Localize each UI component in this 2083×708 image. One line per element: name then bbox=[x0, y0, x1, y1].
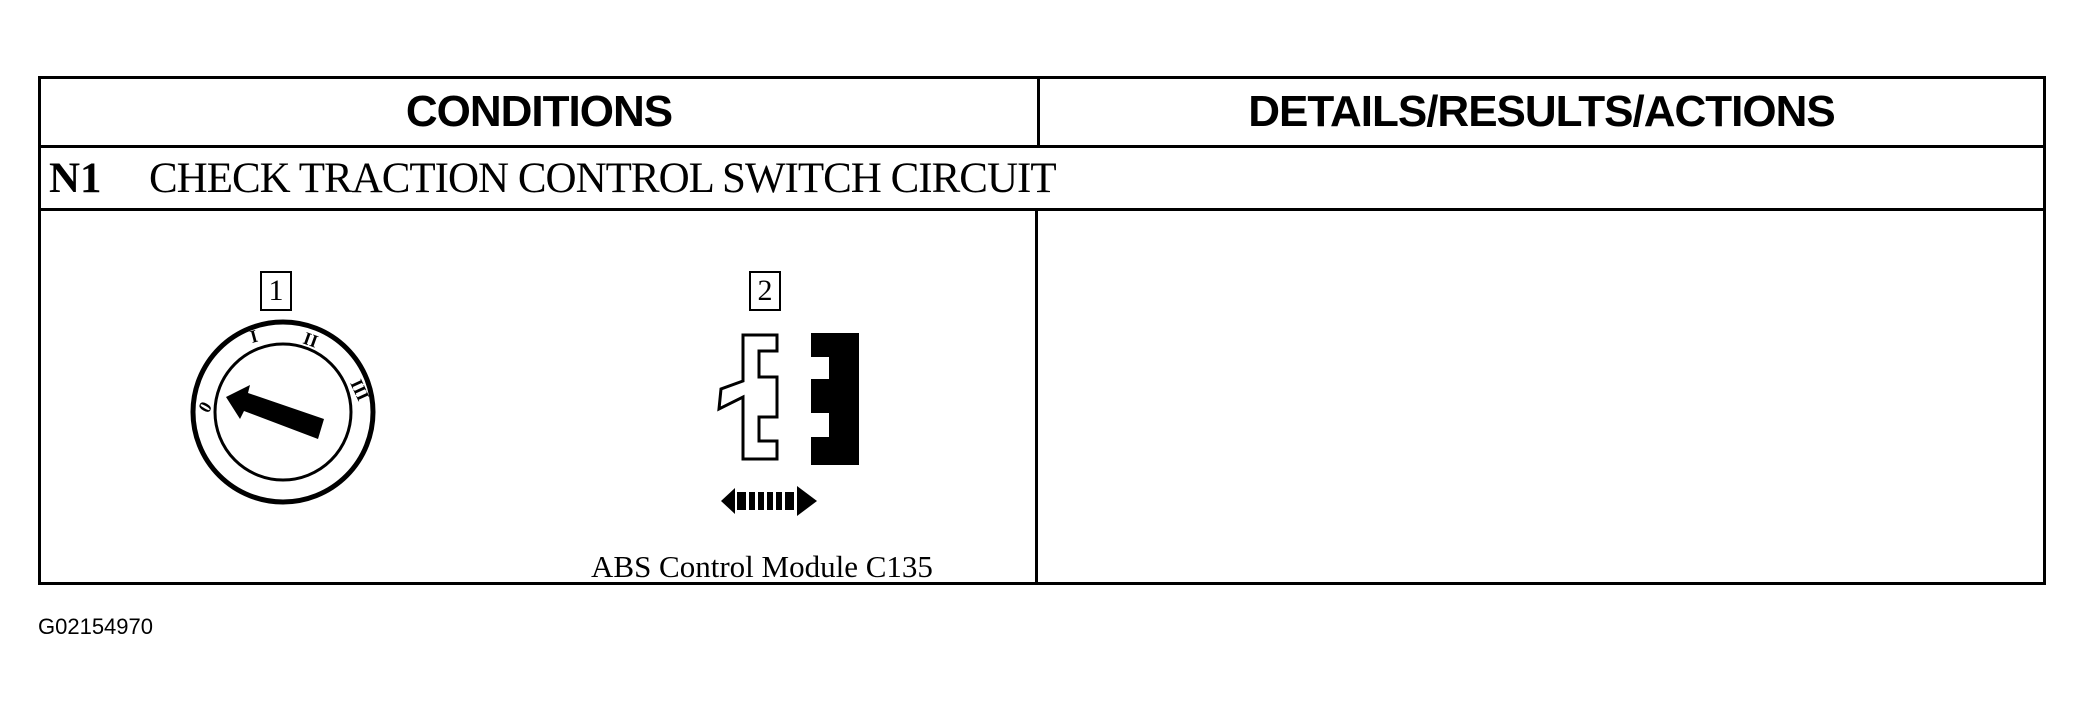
details-header: DETAILS/RESULTS/ACTIONS bbox=[1248, 87, 1836, 136]
position-label-1: I bbox=[248, 326, 260, 347]
position-label-2: II bbox=[301, 328, 321, 352]
conditions-header: CONDITIONS bbox=[405, 87, 673, 136]
step-divider bbox=[41, 208, 2043, 211]
disconnect-connector-icon bbox=[717, 333, 859, 465]
header-divider bbox=[41, 145, 2043, 148]
ignition-switch-off-icon: 0 I II III bbox=[190, 319, 376, 505]
body-column-divider bbox=[1035, 211, 1038, 585]
double-arrow-icon bbox=[721, 486, 817, 516]
illustration-caption: ABS Control Module C135 bbox=[591, 549, 933, 584]
column-divider bbox=[1037, 79, 1040, 145]
connector-half-open-icon bbox=[717, 333, 779, 461]
connector-half-solid-icon bbox=[811, 333, 859, 465]
diagnostic-table: CONDITIONS DETAILS/RESULTS/ACTIONS N1 CH… bbox=[38, 76, 2046, 585]
illustration-number-1: 1 bbox=[260, 271, 292, 311]
illustration-number-2: 2 bbox=[749, 271, 781, 311]
figure-id: G02154970 bbox=[38, 614, 153, 639]
step-title: CHECK TRACTION CONTROL SWITCH CIRCUIT bbox=[149, 154, 1057, 202]
step-row: N1 CHECK TRACTION CONTROL SWITCH CIRCUIT bbox=[41, 148, 2043, 208]
step-id: N1 bbox=[49, 154, 102, 202]
key-arrow-icon bbox=[226, 385, 324, 439]
